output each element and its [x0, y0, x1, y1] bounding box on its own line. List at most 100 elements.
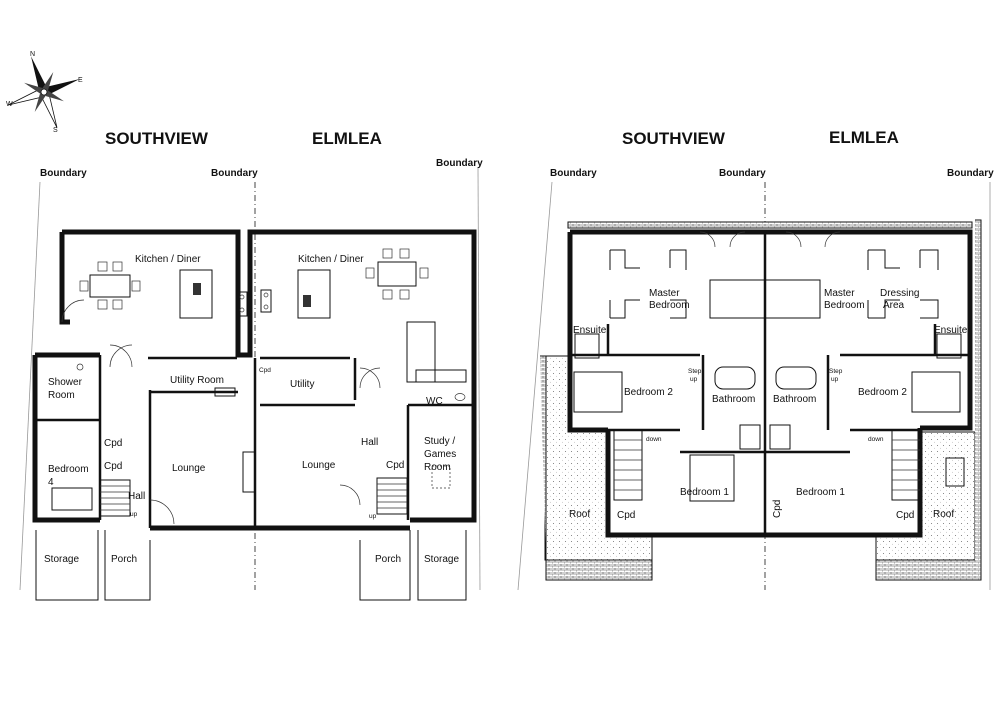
- room-label-cpd-southview: Cpd: [617, 510, 635, 521]
- wardrobe-icon-master-left: [609, 249, 687, 319]
- room-label-bedroom2-elmlea: Bedroom 2: [858, 387, 907, 398]
- ground-door-swing-hall: [109, 344, 133, 368]
- room-label-bedroom4-1: Bedroom: [48, 464, 89, 475]
- first-inner-walls-2: [606, 324, 937, 454]
- wardrobe-icon-master-right: [867, 249, 939, 319]
- room-label-master-elmlea-2: Bedroom: [824, 300, 865, 311]
- bed-icon-bedroom2-right: [911, 371, 961, 413]
- first-inner-walls: [570, 232, 970, 535]
- ground-boundary-label-right: Boundary: [436, 158, 483, 169]
- kitchen-island-icon-left: [179, 269, 213, 319]
- room-label-study-2: Games: [424, 449, 456, 460]
- bed-icon-bedroom2-left: [573, 371, 623, 413]
- rooflight-icon-right: [945, 457, 965, 487]
- first-floor-title-southview: SOUTHVIEW: [622, 129, 726, 148]
- ground-boundary-label-left: Boundary: [40, 168, 87, 179]
- compass-west-label: W: [6, 101, 13, 108]
- step-up-label-elmlea-1: Step: [829, 368, 843, 375]
- room-label-hall-southview: Hall: [128, 491, 145, 502]
- desk-icon-study: [431, 465, 451, 489]
- room-label-roof-southview: Roof: [569, 509, 590, 520]
- skylight-icon-centre: [709, 279, 821, 319]
- bath-icon-left: [714, 366, 756, 390]
- room-label-cpd-elmlea: Cpd: [386, 460, 404, 471]
- shower-tray-icon-left: [739, 424, 761, 450]
- room-label-storage-elmlea: Storage: [424, 554, 459, 565]
- shower-tray-icon-ensuite-left: [574, 333, 600, 359]
- ground-stairs-right: [376, 477, 408, 515]
- room-label-shower-room-1: Shower: [48, 377, 83, 388]
- ground-storage-porch-right: [359, 530, 467, 601]
- dining-table-icon-right: [365, 248, 429, 300]
- hob-icon-left: [236, 291, 248, 317]
- room-label-porch-elmlea: Porch: [375, 554, 401, 565]
- first-boundary-line-left: [517, 181, 553, 591]
- bed-icon-bedroom1: [689, 454, 735, 502]
- room-label-master-southview-2: Bedroom: [649, 300, 690, 311]
- first-boundary-label-left: Boundary: [550, 168, 597, 179]
- ground-door-swing-kitchen-left: [61, 299, 85, 323]
- ground-storage-porch-left: [35, 530, 151, 601]
- room-label-bathroom-elmlea: Bathroom: [773, 394, 816, 405]
- first-stairs-right: [891, 429, 921, 501]
- room-label-utility: Utility: [290, 379, 314, 390]
- room-label-ensuite-elmlea: Ensuite: [934, 325, 968, 336]
- room-label-cpd-bedroom1: Cpd: [772, 500, 783, 518]
- ground-outer-wall-left: [32, 355, 100, 523]
- step-up-label-southview-1: Step: [688, 368, 702, 375]
- ground-boundary-label-middle: Boundary: [211, 168, 258, 179]
- ground-boundary-line-right: [477, 167, 481, 591]
- room-label-cpd-hall-2: Cpd: [104, 461, 122, 472]
- room-label-kitchen-southview: Kitchen / Diner: [135, 254, 201, 265]
- room-label-study-3: Room: [424, 462, 451, 473]
- ground-stairs-left: [99, 479, 131, 517]
- roof-edge-top: [567, 221, 973, 229]
- ground-inner-walls-2: [35, 390, 474, 520]
- stairs-up-label-southview: up: [130, 511, 138, 518]
- room-label-bedroom1-elmlea: Bedroom 1: [796, 487, 845, 498]
- stairs-down-label-southview: down: [646, 436, 662, 443]
- room-label-cpd-elmlea: Cpd: [896, 510, 914, 521]
- room-label-master-southview-1: Master: [649, 288, 680, 299]
- room-label-bedroom4-2: 4: [48, 477, 54, 488]
- ground-floor-title-southview: SOUTHVIEW: [105, 129, 209, 148]
- first-boundary-label-right: Boundary: [947, 168, 994, 179]
- room-label-storage-southview: Storage: [44, 554, 79, 565]
- room-label-ensuite-southview: Ensuite: [573, 325, 607, 336]
- roof-edge-left: [540, 355, 653, 581]
- ground-inner-walls: [148, 358, 357, 528]
- compass-north-label: N: [30, 51, 35, 58]
- room-label-study-1: Study /: [424, 436, 455, 447]
- kitchen-units-icon-right: [406, 321, 467, 383]
- room-label-bedroom1-southview: Bedroom 1: [680, 487, 729, 498]
- first-floor-plan: SOUTHVIEW ELMLEA Boundary Boundary Bound…: [517, 128, 994, 591]
- first-outer-wall: [567, 229, 973, 433]
- ground-boundary-line-left: [19, 181, 41, 591]
- first-stairs-left: [613, 429, 643, 501]
- room-label-kitchen-elmlea: Kitchen / Diner: [298, 254, 364, 265]
- room-label-bathroom-southview: Bathroom: [712, 394, 755, 405]
- ground-door-swing-elmlea-hall: [359, 367, 381, 389]
- room-label-wc: WC: [426, 396, 443, 407]
- room-label-dressing-2: Area: [883, 300, 905, 311]
- ground-door-swing-lounge-left: [149, 499, 175, 525]
- kitchen-island-icon-right: [297, 269, 331, 319]
- room-label-porch-southview: Porch: [111, 554, 137, 565]
- stairs-down-label-elmlea: down: [868, 436, 884, 443]
- shower-tray-icon-ensuite-right: [936, 333, 962, 359]
- first-juliet-doors-swing: [699, 231, 841, 248]
- fireplace-icon: [242, 451, 256, 493]
- step-up-label-elmlea-2: up: [831, 376, 839, 383]
- room-label-roof-elmlea: Roof: [933, 509, 954, 520]
- sink-icon-utility: [214, 387, 236, 397]
- compass-south-label: S: [53, 127, 58, 134]
- room-label-hall-elmlea: Hall: [361, 437, 378, 448]
- dining-table-icon-left: [79, 261, 141, 310]
- room-label-cpd-hall-1: Cpd: [104, 438, 122, 449]
- shower-tray-icon-right: [769, 424, 791, 450]
- ground-floor-plan: SOUTHVIEW ELMLEA Boundary Boundary Bound…: [19, 129, 483, 601]
- roof-edge-right: [875, 219, 982, 581]
- first-boundary-label-middle: Boundary: [719, 168, 766, 179]
- bath-icon-right: [775, 366, 817, 390]
